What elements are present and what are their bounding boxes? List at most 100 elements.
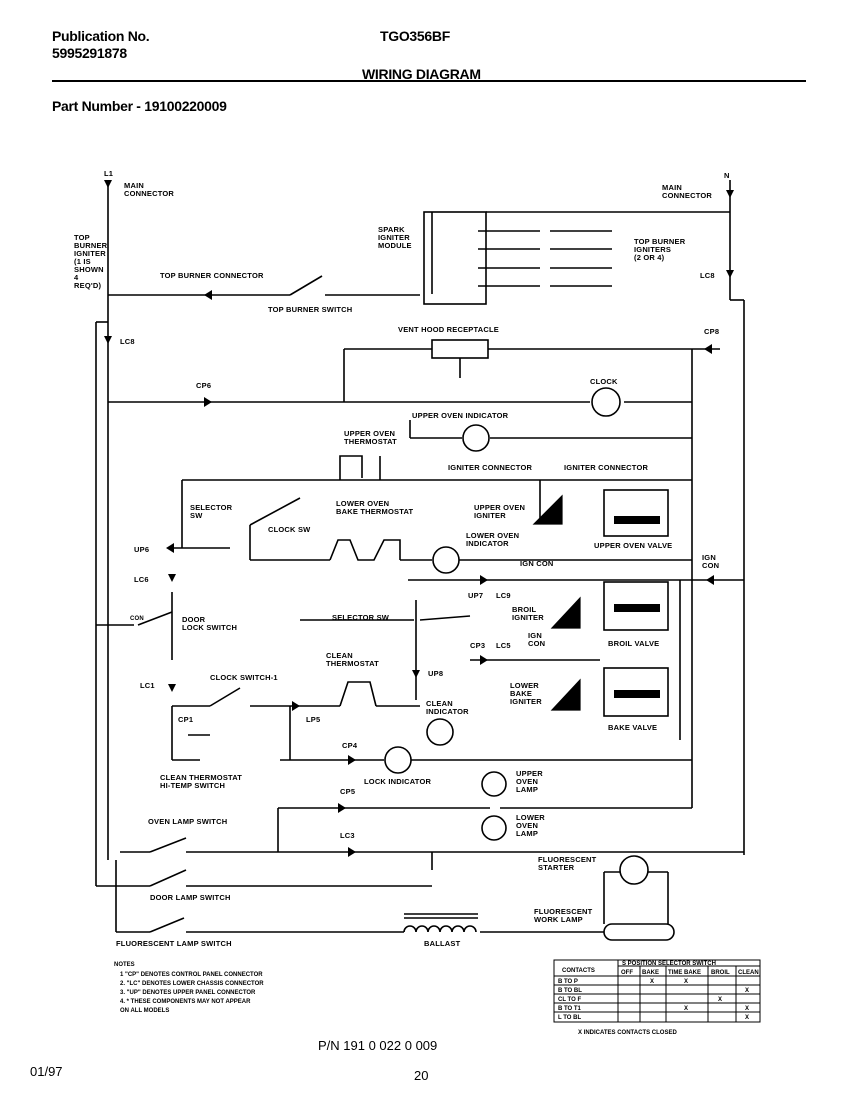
note-line: 2. "LC" DENOTES LOWER CHASSIS CONNECTOR: [120, 981, 264, 987]
switch-table-mark: X: [745, 988, 749, 994]
cp6-label: CP6: [196, 381, 211, 390]
clock-label: CLOCK: [590, 377, 618, 386]
cp1-label: CP1: [178, 715, 193, 724]
footer-date: 01/97: [30, 1064, 63, 1079]
switch-table-mark: X: [650, 979, 654, 985]
vent-hood-receptacle-label: VENT HOOD RECEPTACLE: [398, 325, 499, 334]
note-line: ON ALL MODELS: [120, 1008, 169, 1014]
model-number: TGO356BF: [380, 28, 450, 44]
publication-label: Publication No.: [52, 28, 150, 44]
notes-title: NOTES: [114, 962, 135, 968]
ballast-coil: [403, 913, 478, 933]
switch-table-col: CLEAN: [738, 970, 759, 976]
clock-sw-label: CLOCK SW: [268, 525, 311, 534]
lower-oven-lamp-bulb: [481, 815, 507, 841]
note-line: 4. * THESE COMPONENTS MAY NOT APPEAR: [120, 999, 251, 1005]
switch-table-mark: X: [684, 1006, 688, 1012]
door-lamp-switch-label: DOOR LAMP SWITCH: [150, 893, 231, 902]
lc8-left-label: LC8: [120, 337, 135, 346]
up8-label: UP8: [428, 669, 443, 678]
lp5-label: LP5: [306, 715, 320, 724]
switch-table-col: BROIL: [711, 970, 730, 976]
publication-number: 5995291878: [52, 45, 127, 61]
section-title: WIRING DIAGRAM: [362, 66, 481, 82]
lc1-label: LC1: [140, 681, 155, 690]
switch-table-col: OFF: [621, 970, 633, 976]
upper-oven-indicator-label: UPPER OVEN INDICATOR: [412, 411, 509, 420]
switch-table-mark: X: [718, 997, 722, 1003]
switch-table-mark: X: [684, 979, 688, 985]
switch-table-contact: CL TO F: [558, 997, 581, 1003]
up7-label: UP7: [468, 591, 483, 600]
clock-motor-icon: [591, 387, 621, 417]
connector-arrows: [104, 180, 734, 857]
switch-table-title: S POSITION SELECTOR SWITCH: [622, 961, 716, 967]
fluorescent-starter-icon: [619, 855, 649, 885]
part-number-footer: P/N 191 0 022 0 009: [318, 1038, 438, 1053]
lc8-right-label: LC8: [700, 271, 715, 280]
top-burner-switch-label: TOP BURNER SWITCH: [268, 305, 352, 314]
igniter-blocks: [532, 494, 581, 711]
top-burner-connector-label: TOP BURNER CONNECTOR: [160, 271, 264, 280]
switch-table-mark: X: [745, 1006, 749, 1012]
lc5-label: LC5: [496, 641, 511, 650]
selector-switch-table: [553, 959, 761, 1023]
lc9-label: LC9: [496, 591, 511, 600]
igniter-connector-1-label: IGNITER CONNECTOR: [448, 463, 532, 472]
part-number: Part Number - 19100220009: [52, 98, 227, 114]
switch-table-contact: B TO P: [558, 979, 578, 985]
switch-table-text: S POSITION SELECTOR SWITCH CONTACTS OFF …: [558, 961, 759, 1036]
oven-lamp-switch-label: OVEN LAMP SWITCH: [148, 817, 227, 826]
lc3-label: LC3: [340, 831, 355, 840]
terminal-l1: L1: [104, 169, 113, 178]
lock-indicator-lamp: [384, 746, 412, 774]
switch-table-row-header: CONTACTS: [562, 968, 595, 974]
switch-table-mark: X: [745, 1015, 749, 1021]
con-label: CON: [130, 616, 144, 622]
cp4-label: CP4: [342, 741, 358, 750]
cp3-label: CP3: [470, 641, 485, 650]
wires: [95, 180, 745, 941]
terminal-n: N: [724, 171, 730, 180]
ballast-label: BALLAST: [424, 939, 461, 948]
upper-oven-indicator-lamp: [462, 424, 490, 452]
switch-table-contact: B TO T1: [558, 1006, 582, 1012]
note-line: 3. "UP" DENOTES UPPER PANEL CONNECTOR: [120, 990, 256, 996]
lc6-label: LC6: [134, 575, 149, 584]
up6-label: UP6: [134, 545, 149, 554]
fluorescent-lamp-switch-label: FLUORESCENT LAMP SWITCH: [116, 939, 232, 948]
notes-block: NOTES 1 "CP" DENOTES CONTROL PANEL CONNE…: [114, 962, 264, 1014]
upper-oven-lamp-bulb: [481, 771, 507, 797]
lock-indicator-label: LOCK INDICATOR: [364, 777, 431, 786]
igniter-connector-2-label: IGNITER CONNECTOR: [564, 463, 648, 472]
switch-table-contact: B TO BL: [558, 988, 582, 994]
cp8-label: CP8: [704, 327, 719, 336]
ign-con-1-label: IGN CON: [520, 559, 553, 568]
clean-indicator-lamp: [426, 718, 454, 746]
page-number: 20: [414, 1068, 429, 1083]
selector-sw-mid-label: SELECTOR SW: [332, 613, 390, 622]
note-line: 1 "CP" DENOTES CONTROL PANEL CONNECTOR: [120, 972, 263, 978]
switch-table-col: TIME BAKE: [668, 970, 701, 976]
upper-oven-valve-label: UPPER OVEN VALVE: [594, 541, 672, 550]
